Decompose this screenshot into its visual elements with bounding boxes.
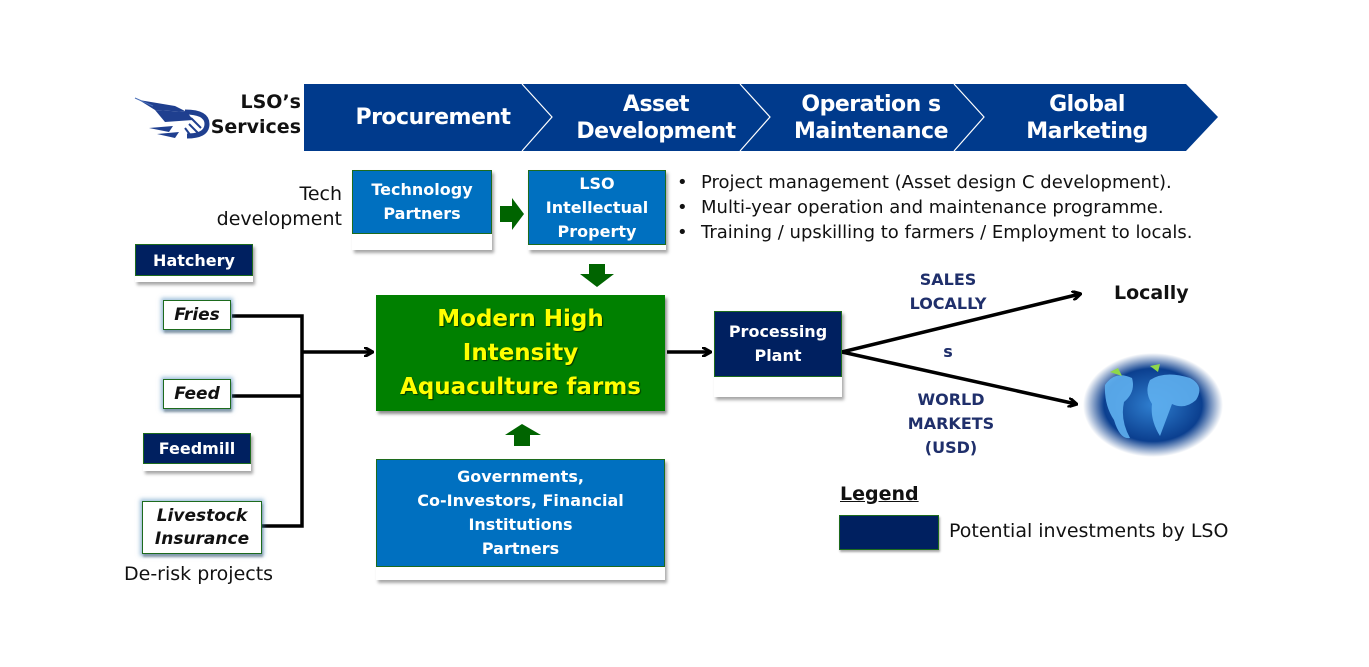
chevron-procurement (304, 84, 552, 151)
bullet-item: •Training / upskilling to farmers / Empl… (677, 222, 1193, 243)
services-bullet-list: •Project management (Asset design C deve… (677, 170, 1193, 245)
funding-line1: Governments, (457, 467, 584, 486)
stage-global-marketing-line2: Marketing (1026, 118, 1148, 144)
service-chevrons (304, 83, 1218, 152)
tech-development-label: Tech development (200, 182, 342, 232)
lso-ip-line2: Intellectual (545, 197, 649, 217)
chevron-operations (740, 84, 984, 151)
world-globe-icon (1083, 353, 1223, 457)
locally-label: Locally (1114, 282, 1189, 304)
lso-ip-line3: Property (557, 221, 637, 241)
sales-line2: LOCALLY (909, 294, 987, 313)
main-line2: Intensity (462, 340, 579, 366)
stage-global-marketing: Global Marketing (984, 84, 1190, 151)
feedmill-box: Feedmill (143, 433, 251, 471)
services-label-line2: Services (210, 116, 301, 138)
green-arrow-down-icon (580, 264, 614, 287)
world-line2: MARKETS (907, 414, 995, 433)
funding-line3: Institutions (468, 515, 573, 534)
main-line3: Aquaculture farms (400, 374, 641, 400)
tech-label-line1: Tech (299, 183, 342, 205)
funding-line4: Partners (481, 539, 560, 558)
technology-partners-line2: Partners (383, 204, 461, 223)
livestock-insurance-box: Livestock Insurance (142, 501, 262, 554)
world-markets-label: WORLD MARKETS (USD) (900, 388, 1002, 460)
stage-procurement-label: Procurement (355, 105, 511, 130)
sales-line1: SALES (919, 270, 977, 289)
arrow-to-world (841, 350, 1076, 404)
lso-ip-line1: LSO (579, 173, 615, 193)
legend-swatch (839, 515, 939, 550)
funding-line2: Co-Investors, Financial (417, 491, 624, 510)
hatchery-box: Hatchery (135, 244, 253, 282)
feedmill-label: Feedmill (158, 439, 236, 458)
bullet-item: •Multi-year operation and maintenance pr… (677, 197, 1164, 218)
lso-ip-box: LSO Intellectual Property (528, 170, 666, 250)
stage-global-marketing-line1: Global (1049, 91, 1125, 117)
green-arrow-right-icon (500, 198, 524, 230)
legend-item-label: Potential investments by LSO (949, 520, 1229, 542)
services-label-line1: LSO’s (240, 91, 301, 113)
processing-line1: Processing (728, 322, 828, 341)
lso-shrimp-logo-icon (134, 97, 210, 139)
processing-line2: Plant (754, 346, 802, 365)
fries-box: Fries (163, 300, 231, 330)
main-line1: Modern High (437, 306, 604, 332)
stage-operations-line1: Operation s (801, 91, 941, 117)
fries-label: Fries (174, 304, 220, 325)
livestock-line2: Insurance (154, 528, 250, 549)
stage-asset-development-line1: Asset (622, 91, 690, 117)
technology-partners-line1: Technology (371, 180, 473, 199)
stage-asset-development-line2: Development (576, 118, 736, 144)
processing-plant-box: Processing Plant (714, 311, 842, 397)
world-line1: WORLD (917, 390, 985, 409)
tech-label-line2: development (216, 208, 342, 230)
bullet-item: •Project management (Asset design C deve… (677, 172, 1172, 193)
aquaculture-farms-box: Modern High Intensity Aquaculture farms (376, 295, 665, 411)
technology-partners-box: Technology Partners (352, 170, 492, 250)
livestock-line1: Livestock (156, 505, 248, 526)
feed-label: Feed (174, 383, 220, 404)
sales-locally-label: SALES LOCALLY (898, 268, 998, 316)
legend-title: Legend (840, 483, 919, 505)
hatchery-label: Hatchery (153, 250, 235, 270)
services-label: LSO’s Services (205, 90, 301, 140)
stage-operations-line2: Maintenance (793, 118, 949, 144)
arrow-to-local (841, 294, 1080, 354)
stage-operations-maintenance: Operation s Maintenance (768, 84, 974, 151)
green-arrow-up-icon (505, 424, 541, 446)
input-bracket-connector (232, 314, 372, 528)
chevron-asset-development (522, 84, 770, 151)
stage-procurement: Procurement (318, 84, 548, 151)
stage-asset-development: Asset Development (550, 84, 762, 151)
world-line3: (USD) (924, 438, 978, 457)
feed-box: Feed (163, 379, 231, 409)
chevron-global-marketing (954, 84, 1218, 151)
stray-s-label: s (943, 342, 953, 361)
derisk-label: De-risk projects (124, 563, 274, 585)
funding-partners-box: Governments, Co-Investors, Financial Ins… (376, 459, 665, 580)
